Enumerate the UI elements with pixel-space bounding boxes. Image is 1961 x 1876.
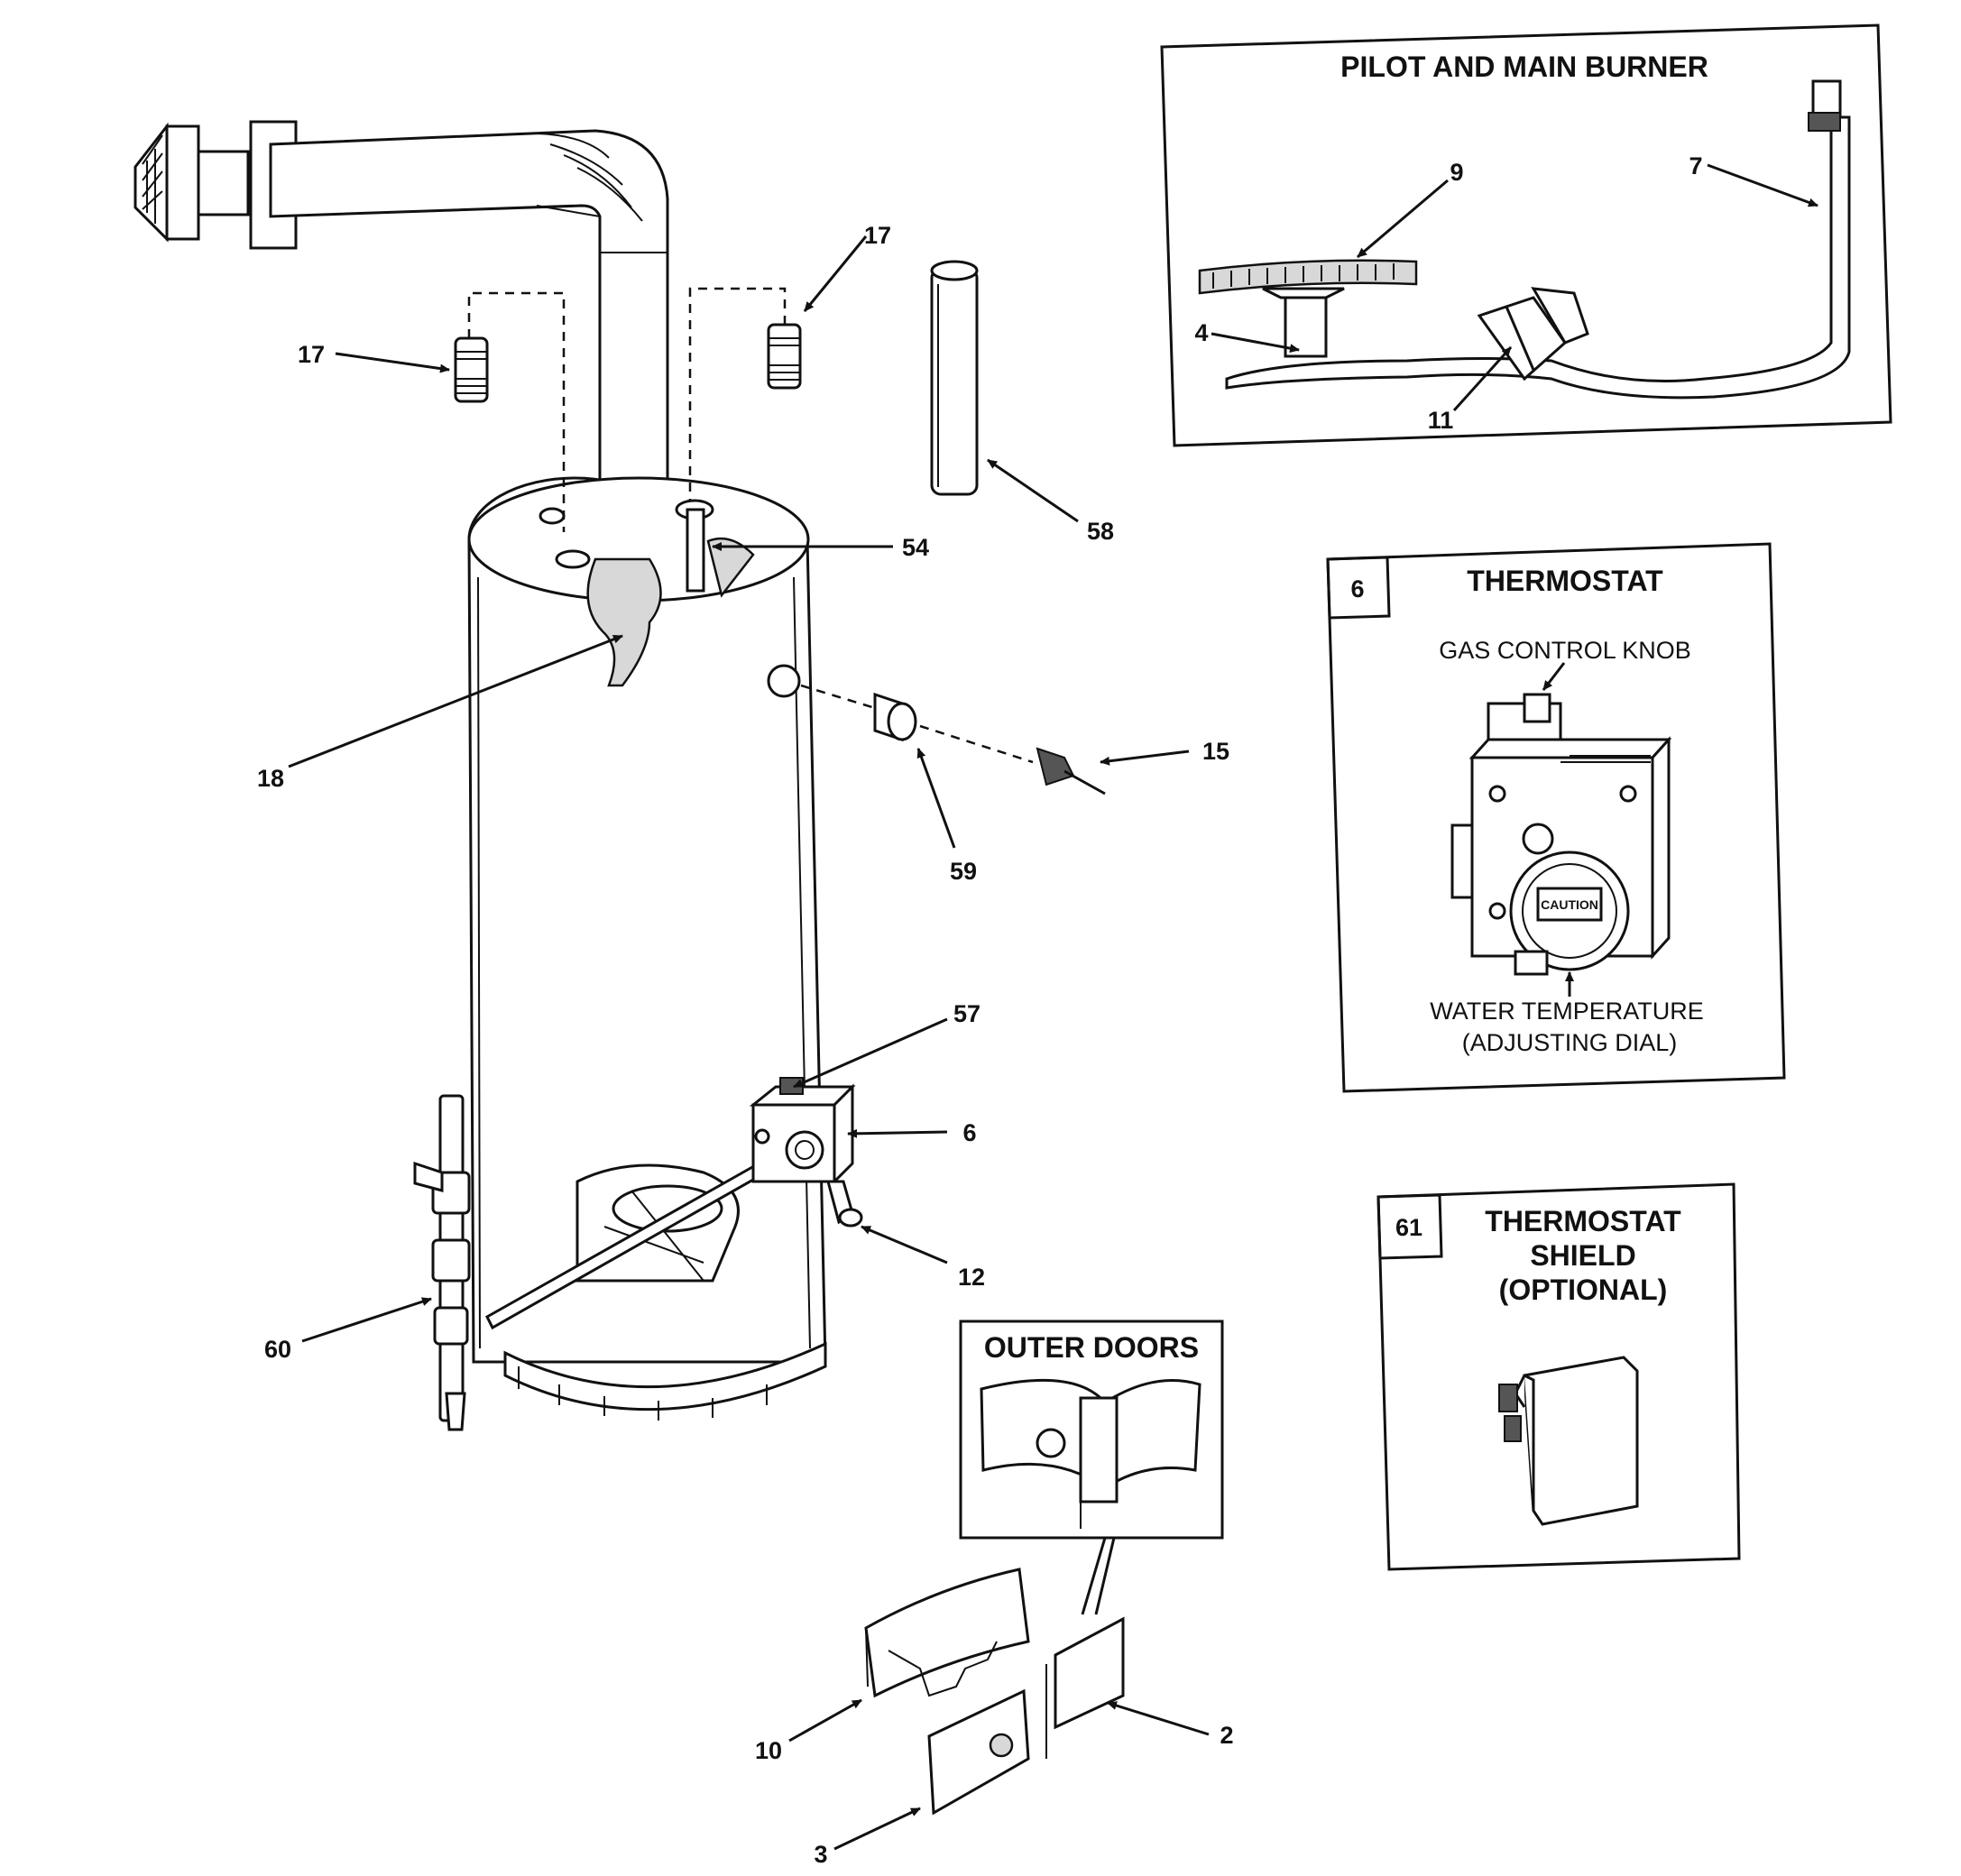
nipple-right — [767, 323, 802, 390]
callout-11: 11 — [1428, 407, 1454, 434]
pilot-assembly — [1477, 287, 1589, 382]
door-panel-lower — [927, 1688, 1030, 1816]
adjusting-dial-note: (ADJUSTING DIAL) — [1462, 1029, 1678, 1056]
callout-leaders — [288, 163, 1818, 1851]
callout-18: 18 — [257, 765, 284, 792]
dip-tube — [930, 260, 979, 496]
callout-3: 3 — [814, 1841, 827, 1868]
callout-15: 15 — [1202, 738, 1229, 765]
callout-60: 60 — [264, 1336, 291, 1363]
callout-17-right: 17 — [864, 222, 891, 249]
temp-sensor — [1036, 747, 1106, 795]
door-panel-right — [1045, 1616, 1125, 1759]
shield-number: 61 — [1395, 1214, 1422, 1241]
water-heater-tank — [467, 476, 827, 1421]
callout-59: 59 — [950, 858, 977, 885]
outer-doors-title: OUTER DOORS — [984, 1331, 1199, 1364]
flue-baffle — [586, 557, 662, 687]
water-temperature-note: WATER TEMPERATURE — [1430, 998, 1704, 1025]
gas-supply-line — [413, 1094, 471, 1431]
vent-pipe-assembly — [133, 120, 669, 507]
callout-numbers: 17 17 58 54 18 15 59 57 6 12 60 10 2 3 9… — [257, 152, 1703, 1868]
pilot-inset-title: PILOT AND MAIN BURNER — [1340, 51, 1708, 83]
pilot-main-burner-inset: PILOT AND MAIN BURNER — [1160, 23, 1892, 447]
callout-12: 12 — [958, 1264, 985, 1291]
callout-17-left: 17 — [298, 341, 325, 368]
thermostat-shield-inset: 61 THERMOSTAT SHIELD (OPTIONAL) — [1376, 1182, 1741, 1571]
vent-cap — [133, 120, 298, 250]
callout-10: 10 — [755, 1737, 782, 1764]
drain-valve — [826, 1180, 863, 1228]
shield-title-line3: (OPTIONAL) — [1499, 1274, 1668, 1306]
shield-title-line2: SHIELD — [1530, 1239, 1635, 1272]
thermostat-shield — [1498, 1356, 1639, 1526]
thermostat-valve: CAUTION — [1450, 693, 1672, 976]
thermostat-title: THERMOSTAT — [1467, 565, 1663, 597]
main-burner — [1198, 259, 1418, 358]
callout-9: 9 — [1450, 159, 1463, 186]
thermostat-number: 6 — [1350, 575, 1364, 602]
outer-doors-inset: OUTER DOORS — [959, 1320, 1224, 1540]
callout-58: 58 — [1087, 518, 1114, 545]
caution-label: CAUTION — [1541, 897, 1598, 912]
callout-54: 54 — [902, 534, 929, 561]
gas-control-knob-note: GAS CONTROL KNOB — [1439, 637, 1691, 664]
bushing — [873, 692, 917, 742]
callout-7: 7 — [1689, 152, 1702, 179]
nipple-left — [454, 336, 489, 403]
callout-4: 4 — [1194, 319, 1208, 346]
callout-2: 2 — [1220, 1722, 1233, 1749]
callout-57: 57 — [953, 1000, 980, 1027]
shield-title-line1: THERMOSTAT — [1485, 1205, 1681, 1237]
thermostat-inset: 6 THERMOSTAT GAS CONTROL KNOB WATER TEMP… — [1326, 542, 1786, 1093]
door-panel-upper — [864, 1568, 1030, 1698]
gas-control-valve — [749, 1077, 856, 1185]
callout-6: 6 — [962, 1119, 976, 1146]
